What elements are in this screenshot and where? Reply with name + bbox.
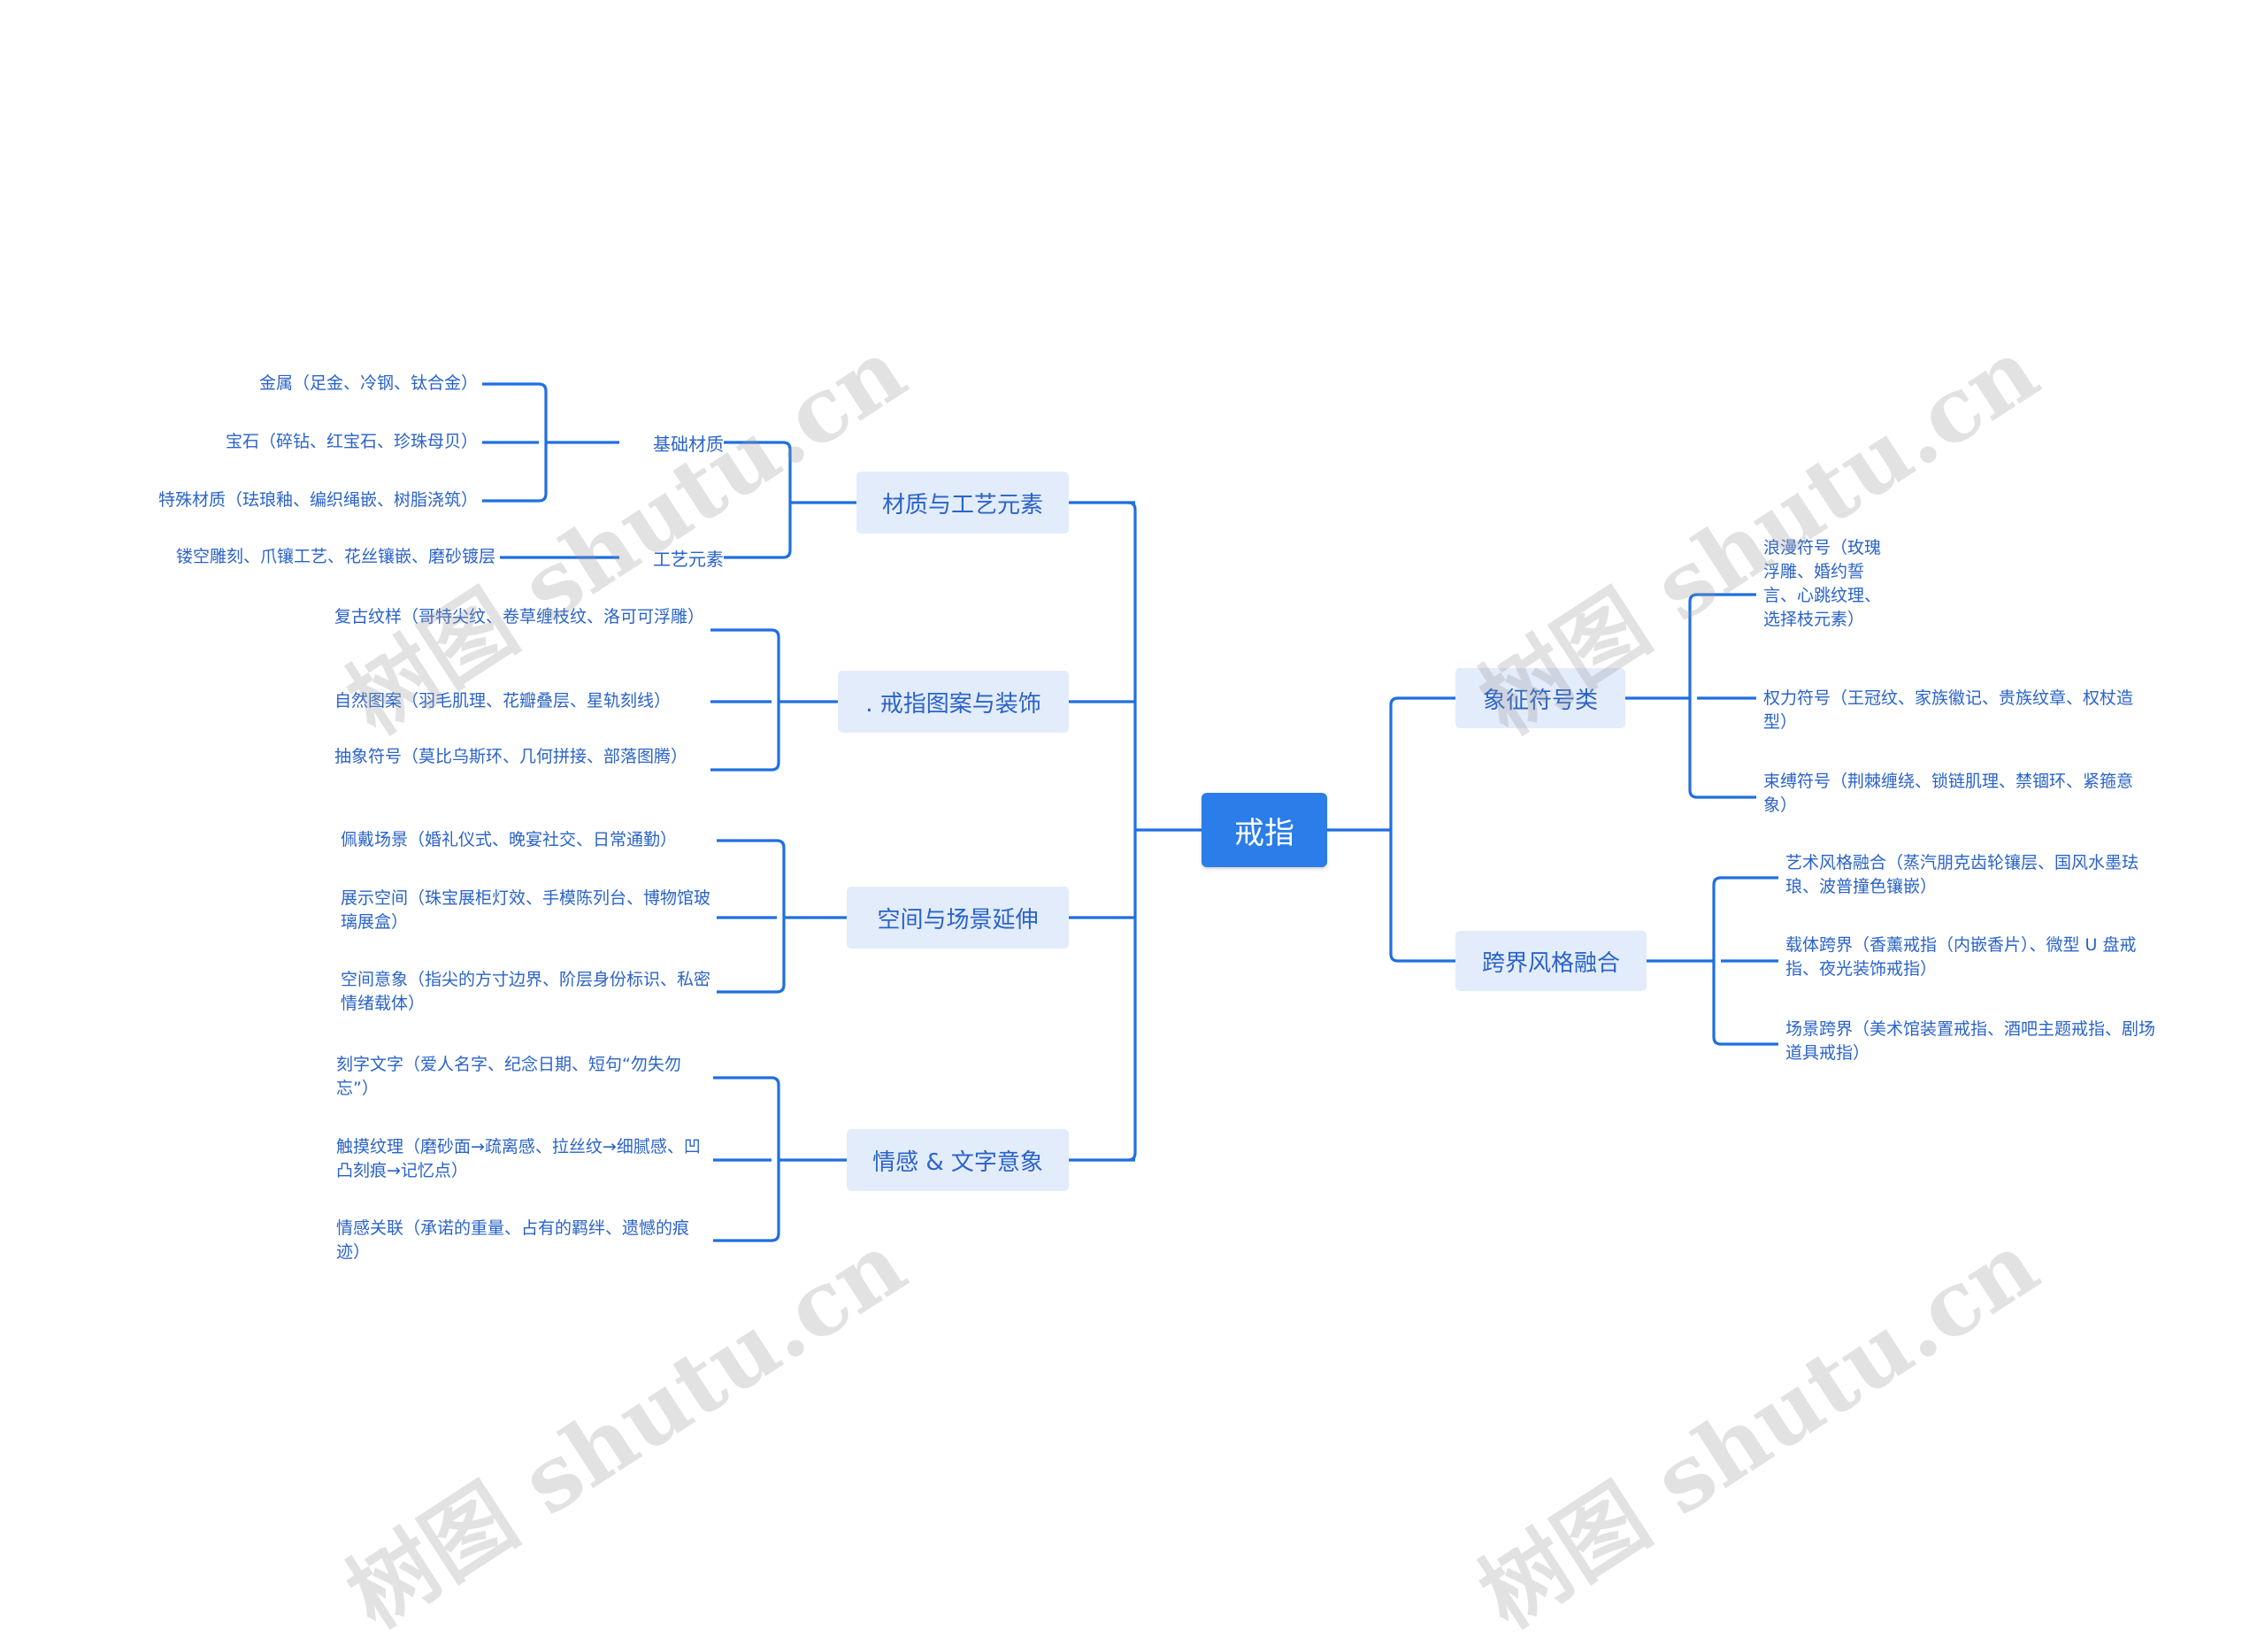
connector-right-trunk <box>1389 696 1399 963</box>
leaf-power-symbol: 权力符号（王冠纹、家族徽记、贵族纹章、权杖造型） <box>1763 688 2134 732</box>
leaf-emotion-link: 情感关联（承诺的重量、占有的羁绊、遗憾的痕迹） <box>336 1218 690 1262</box>
leaf-wear-scene: 佩戴场景（婚礼仪式、晚宴社交、日常通勤） <box>341 830 678 849</box>
leaf-bondage-symbol: 束缚符号（荆棘缠绕、锁链肌理、禁锢环、紧箍意象） <box>1763 772 2134 815</box>
connector-b1-vert <box>724 441 792 559</box>
branch-material-craft[interactable]: 材质与工艺元素 <box>856 472 1069 534</box>
leaf-romance-symbol: 浪漫符号（玫瑰浮雕、婚约誓言、心跳纹理、选择枝元素） <box>1763 538 1882 629</box>
leaf-nature-pattern: 自然图案（羽毛肌理、花瓣叠层、星轨刻线） <box>334 691 672 711</box>
branch-emotion-text[interactable]: 情感 & 文字意象 <box>847 1129 1069 1191</box>
leaf-abstract-symbol: 抽象符号（莫比乌斯环、几何拼接、部落图腾） <box>334 747 688 766</box>
branch-space-scene[interactable]: 空间与场景延伸 <box>847 887 1069 949</box>
branch-pattern-decoration[interactable]: . 戒指图案与装饰 <box>838 671 1069 733</box>
leaf-metal: 金属（足金、冷钢、钛合金） <box>258 373 478 393</box>
connector-rb2-vert <box>1712 876 1778 1046</box>
connector-b3-vert <box>717 839 786 994</box>
leaf-gem: 宝石（碎钻、红宝石、珍珠母贝） <box>225 432 478 451</box>
leaf-display-space: 展示空间（珠宝展柜灯效、手模陈列台、博物馆玻璃展盒） <box>341 888 711 932</box>
leaf-craft: 镂空雕刻、爪镶工艺、花丝镶嵌、磨砂镀层 <box>175 547 495 566</box>
branch-crossover-style[interactable]: 跨界风格融合 <box>1455 931 1647 991</box>
leaf-retro-pattern: 复古纹样（哥特尖纹、卷草缠枝纹、洛可可浮雕） <box>334 607 705 626</box>
connector-rb1-vert <box>1688 593 1756 799</box>
leaf-art-fusion: 艺术风格融合（蒸汽朋克齿轮镶层、国风水墨珐琅、波普撞色镶嵌） <box>1785 853 2139 896</box>
connector-left-trunk <box>1127 501 1137 1162</box>
connector-b2-vert <box>710 628 780 772</box>
leaf-space-imagery: 空间意象（指尖的方寸边界、阶层身份标识、私密情绪载体） <box>341 970 711 1013</box>
leaf-carrier-crossover: 载体跨界（香薰戒指（内嵌香片）、微型 U 盘戒指、夜光装饰戒指） <box>1785 935 2137 979</box>
leaf-engraved-text: 刻字文字（爱人名字、纪念日期、短句“勿失勿忘”） <box>336 1055 681 1098</box>
leaf-touch-texture: 触摸纹理（磨砂面→疏离感、拉丝纹→细腻感、凹凸刻痕→记忆点） <box>336 1137 701 1180</box>
connector-b4-vert <box>713 1076 780 1242</box>
sub-basic-material[interactable]: 基础材质 <box>653 434 724 455</box>
leaf-special-material: 特殊材质（珐琅釉、编织绳嵌、树脂浇筑） <box>157 490 478 510</box>
sub-craft-element[interactable]: 工艺元素 <box>653 549 724 570</box>
root-node[interactable]: 戒指 <box>1202 793 1327 867</box>
connector-s1-vert <box>482 382 548 503</box>
branch-symbol[interactable]: 象征符号类 <box>1455 668 1625 728</box>
leaf-scene-crossover: 场景跨界（美术馆装置戒指、酒吧主题戒指、剧场道具戒指） <box>1785 1019 2156 1063</box>
